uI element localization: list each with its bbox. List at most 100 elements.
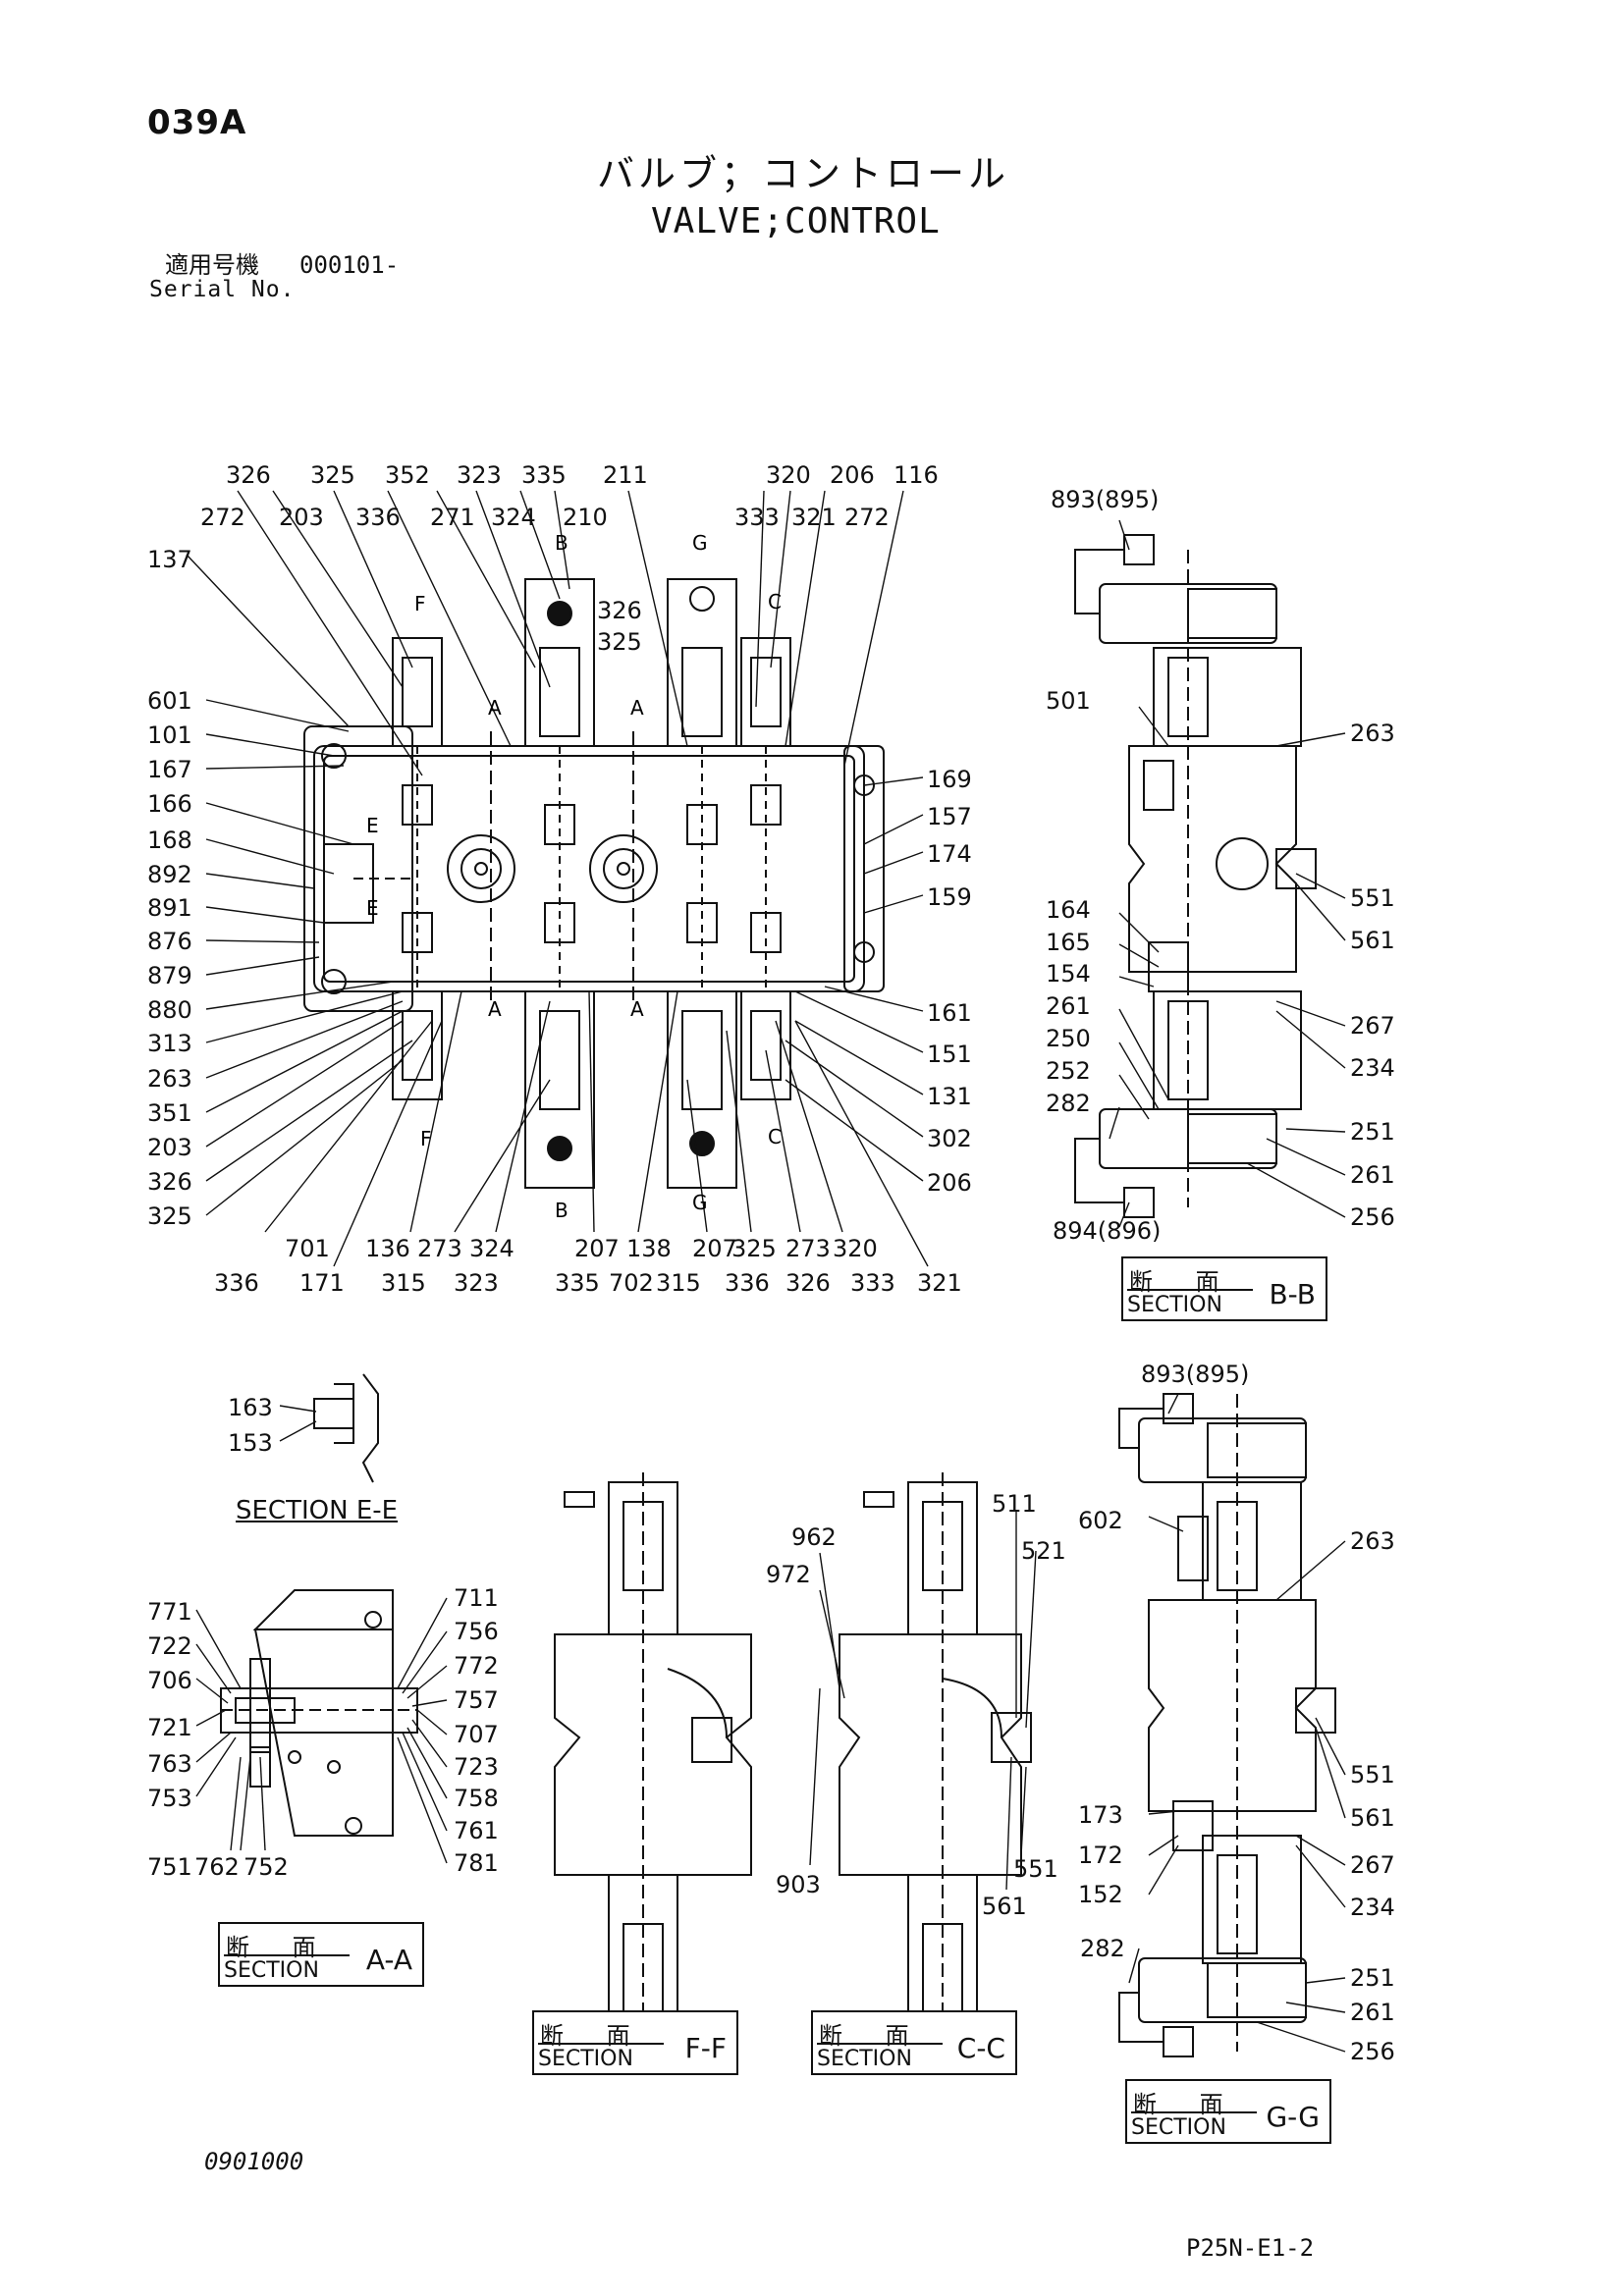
cut-mark-a: A — [488, 997, 502, 1021]
part-label-336: 336 — [214, 1269, 259, 1297]
section-b-b-id: B-B — [1269, 1278, 1316, 1310]
part-label-763: 763 — [147, 1750, 192, 1778]
section-c-c-en: SECTION — [817, 2043, 943, 2071]
part-label-206: 206 — [927, 1169, 972, 1197]
part-label-137: 137 — [147, 546, 192, 573]
part-label-325: 325 — [597, 628, 642, 656]
part-label-234: 234 — [1350, 1054, 1395, 1082]
cut-mark-a: A — [630, 997, 644, 1021]
part-label-272: 272 — [844, 504, 890, 531]
section-b-b-view — [1074, 519, 1346, 1228]
part-label-501: 501 — [1046, 687, 1091, 715]
section-e-e-caption: SECTION E-E — [236, 1496, 399, 1525]
part-label-876: 876 — [147, 928, 192, 955]
section-b-b-en: SECTION — [1127, 1289, 1253, 1317]
cut-mark-g: G — [692, 1191, 708, 1214]
part-label-261: 261 — [1046, 992, 1091, 1020]
part-label-711: 711 — [454, 1584, 499, 1612]
part-label-756: 756 — [454, 1618, 499, 1645]
cut-mark-e: E — [366, 814, 379, 837]
part-label-207: 207 — [692, 1235, 737, 1262]
part-label-171: 171 — [299, 1269, 345, 1297]
part-label-172: 172 — [1078, 1842, 1123, 1869]
part-label-261: 261 — [1350, 1999, 1395, 2026]
section-f-f-id: F-F — [684, 2032, 727, 2064]
part-label-251: 251 — [1350, 1118, 1395, 1146]
section-f-f-view — [554, 1472, 752, 2052]
part-label-601: 601 — [147, 687, 192, 715]
part-label-282: 282 — [1046, 1090, 1091, 1117]
part-label-302: 302 — [927, 1125, 972, 1152]
part-label-721: 721 — [147, 1714, 192, 1741]
part-label-325: 325 — [310, 461, 355, 489]
part-label-323: 323 — [457, 461, 502, 489]
section-c-c-id: C-C — [956, 2032, 1005, 2064]
part-label-757: 757 — [454, 1686, 499, 1714]
section-c-c-view — [809, 1472, 1037, 2052]
part-label-335: 335 — [555, 1269, 600, 1297]
part-label-168: 168 — [147, 827, 192, 854]
part-label-252: 252 — [1046, 1057, 1091, 1085]
part-label-336: 336 — [355, 504, 401, 531]
part-label-116: 116 — [893, 461, 939, 489]
part-label-321: 321 — [791, 504, 837, 531]
part-label-321: 321 — [917, 1269, 962, 1297]
part-label-753: 753 — [147, 1785, 192, 1812]
section-g-g-view — [1118, 1393, 1346, 2057]
part-label-138: 138 — [626, 1235, 672, 1262]
part-label-261: 261 — [1350, 1161, 1395, 1189]
part-label-136: 136 — [365, 1235, 410, 1262]
part-label-161: 161 — [927, 999, 972, 1027]
serial-number-value: 000101- — [299, 251, 400, 279]
part-label-315: 315 — [381, 1269, 426, 1297]
section-a-a-id: A-A — [365, 1944, 412, 1976]
part-label-894896: 894(896) — [1053, 1217, 1161, 1245]
part-label-324: 324 — [491, 504, 536, 531]
part-label-324: 324 — [469, 1235, 514, 1262]
part-label-263: 263 — [1350, 1527, 1395, 1555]
part-label-282: 282 — [1080, 1935, 1125, 1962]
part-label-771: 771 — [147, 1598, 192, 1626]
part-label-263: 263 — [1350, 720, 1395, 747]
part-label-702: 702 — [609, 1269, 654, 1297]
part-label-153: 153 — [228, 1429, 273, 1457]
part-label-271: 271 — [430, 504, 475, 531]
part-label-164: 164 — [1046, 896, 1091, 924]
serial-label-japanese: 適用号機 — [165, 251, 259, 279]
part-label-151: 151 — [927, 1041, 972, 1068]
part-label-326: 326 — [785, 1269, 831, 1297]
part-label-602: 602 — [1078, 1507, 1123, 1534]
part-label-551: 551 — [1013, 1855, 1058, 1883]
part-label-781: 781 — [454, 1849, 499, 1877]
part-label-256: 256 — [1350, 1203, 1395, 1231]
part-label-325: 325 — [731, 1235, 777, 1262]
part-label-101: 101 — [147, 721, 192, 749]
section-a-a-en: SECTION — [224, 1954, 350, 1983]
part-label-167: 167 — [147, 756, 192, 783]
part-label-903: 903 — [776, 1871, 821, 1898]
part-label-203: 203 — [147, 1134, 192, 1161]
part-label-561: 561 — [982, 1893, 1027, 1920]
part-label-891: 891 — [147, 894, 192, 922]
drawing-code: 0901000 — [204, 2148, 304, 2175]
part-label-203: 203 — [279, 504, 324, 531]
cut-mark-c: C — [768, 1125, 782, 1148]
part-label-893895: 893(895) — [1051, 486, 1159, 513]
part-label-159: 159 — [927, 883, 972, 911]
section-f-f-box: 断 面 SECTION F-F — [532, 2010, 738, 2075]
cut-mark-a: A — [630, 696, 644, 720]
part-label-313: 313 — [147, 1030, 192, 1057]
part-label-761: 761 — [454, 1817, 499, 1844]
part-label-762: 762 — [194, 1853, 240, 1881]
part-label-273: 273 — [417, 1235, 462, 1262]
part-label-326: 326 — [147, 1168, 192, 1196]
title-english: VALVE;CONTROL — [651, 201, 941, 241]
part-label-211: 211 — [603, 461, 648, 489]
cut-mark-f: F — [420, 1127, 432, 1150]
part-label-154: 154 — [1046, 960, 1091, 988]
cut-mark-g: G — [692, 531, 708, 555]
serial-label-english: Serial No. — [149, 277, 296, 302]
part-label-152: 152 — [1078, 1881, 1123, 1908]
